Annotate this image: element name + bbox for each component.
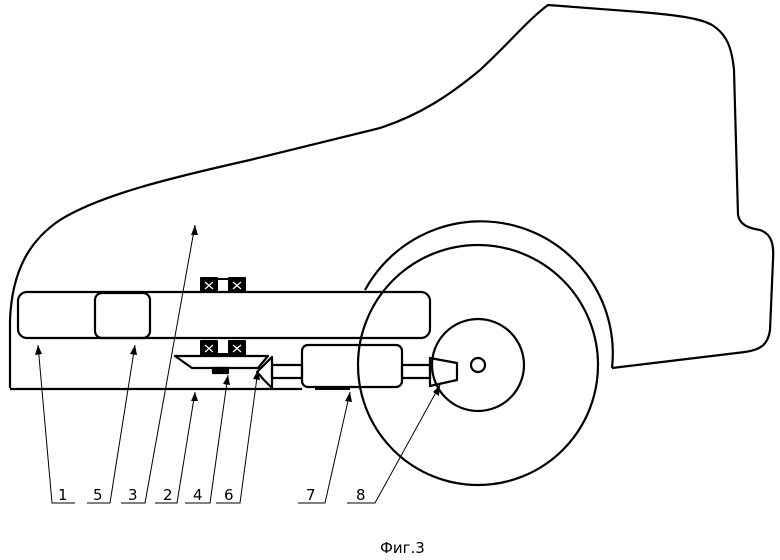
hub-hole: [471, 358, 485, 372]
label-5: 5: [93, 486, 103, 504]
bearings: [201, 278, 245, 355]
label-1: 1: [58, 486, 68, 504]
label-8: 8: [356, 486, 366, 504]
label-2: 2: [163, 486, 173, 504]
wheel: [358, 245, 598, 485]
label-6: 6: [224, 486, 234, 504]
component-4-pad: [213, 368, 228, 373]
component-5-box: [95, 293, 150, 338]
label-4: 4: [193, 486, 203, 504]
component-7-box: [302, 345, 402, 387]
leader-lines: [38, 225, 440, 503]
shaft-right: [402, 365, 430, 378]
shaft-left: [272, 365, 302, 378]
wheel-hub: [432, 319, 524, 411]
label-3: 3: [128, 486, 138, 504]
car-body-outline: [10, 5, 773, 388]
label-7: 7: [306, 486, 316, 504]
figure-caption: Фиг.3: [380, 539, 425, 557]
component-2-gear: [175, 356, 268, 368]
